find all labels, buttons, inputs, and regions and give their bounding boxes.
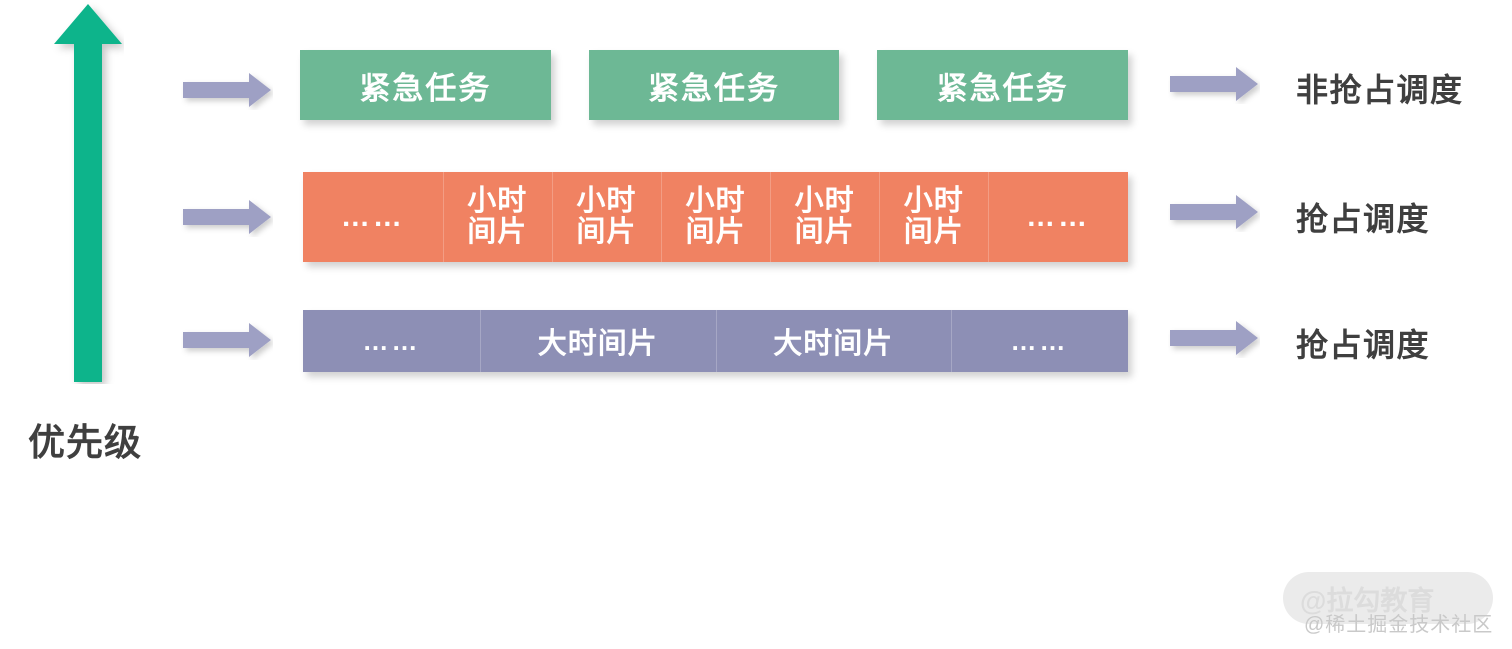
- small-slice-row: …… 小时 间片 小时 间片 小时 间片 小时 间片 小时 间片 ……: [303, 172, 1128, 262]
- priority-axis-arrow-icon: [52, 2, 124, 384]
- flow-arrow-right-big-slice-icon: [1168, 318, 1260, 358]
- big-slice-label: 大时间片: [537, 328, 658, 360]
- big-slice-cell: 大时间片: [715, 310, 951, 372]
- urgent-task-box: 紧急任务: [877, 50, 1129, 120]
- urgent-task-box: 紧急任务: [588, 50, 840, 120]
- ellipsis-text: ……: [362, 325, 421, 356]
- flow-arrow-left-small-slice-icon: [181, 197, 273, 237]
- flow-arrow-left-big-slice-icon: [181, 320, 273, 360]
- small-slice-line1: 小时: [903, 185, 964, 218]
- ellipsis-cell-left: ……: [303, 172, 443, 262]
- scheduling-label-big-slice: 抢占调度: [1296, 327, 1431, 363]
- small-slice-cell: 小时 间片: [770, 172, 879, 262]
- urgent-task-box: 紧急任务: [300, 50, 551, 120]
- small-slice-cell: 小时 间片: [879, 172, 988, 262]
- priority-axis-label: 优先级: [28, 422, 142, 463]
- watermark-primary-text: @拉勾教育: [1300, 586, 1435, 616]
- small-slice-cell: 小时 间片: [551, 172, 661, 262]
- small-slice-line2: 间片: [794, 216, 855, 248]
- small-slice-line1: 小时: [685, 185, 746, 218]
- ellipsis-cell-right: ……: [950, 310, 1128, 372]
- watermark-secondary-text: @稀土掘金技术社区: [1304, 614, 1494, 636]
- small-slice-line2: 间片: [685, 216, 746, 248]
- flow-arrow-left-urgent-icon: [181, 70, 273, 110]
- big-slice-cell: 大时间片: [480, 310, 715, 372]
- small-slice-line1: 小时: [467, 185, 528, 218]
- small-slice-line2: 间片: [467, 216, 528, 248]
- big-slice-row: …… 大时间片 大时间片 ……: [303, 310, 1128, 372]
- ellipsis-text: ……: [1010, 325, 1069, 356]
- big-slice-label: 大时间片: [773, 328, 894, 360]
- watermark-pill-background: [1283, 572, 1493, 624]
- small-slice-line2: 间片: [576, 216, 637, 248]
- small-slice-cell: 小时 间片: [660, 172, 770, 262]
- scheduling-label-small-slice: 抢占调度: [1296, 201, 1431, 237]
- small-slice-line1: 小时: [576, 185, 637, 218]
- ellipsis-text: ……: [1026, 200, 1091, 233]
- small-slice-line2: 间片: [903, 216, 964, 248]
- scheduling-label-urgent: 非抢占调度: [1296, 72, 1464, 108]
- flow-arrow-right-urgent-icon: [1168, 64, 1260, 104]
- urgent-task-row: 紧急任务 紧急任务 紧急任务: [300, 50, 1129, 120]
- flow-arrow-right-small-slice-icon: [1168, 192, 1260, 232]
- small-slice-line1: 小时: [794, 185, 855, 218]
- ellipsis-cell-left: ……: [303, 310, 480, 372]
- ellipsis-cell-right: ……: [988, 172, 1128, 262]
- small-slice-cell: 小时 间片: [442, 172, 552, 262]
- ellipsis-text: ……: [340, 200, 405, 233]
